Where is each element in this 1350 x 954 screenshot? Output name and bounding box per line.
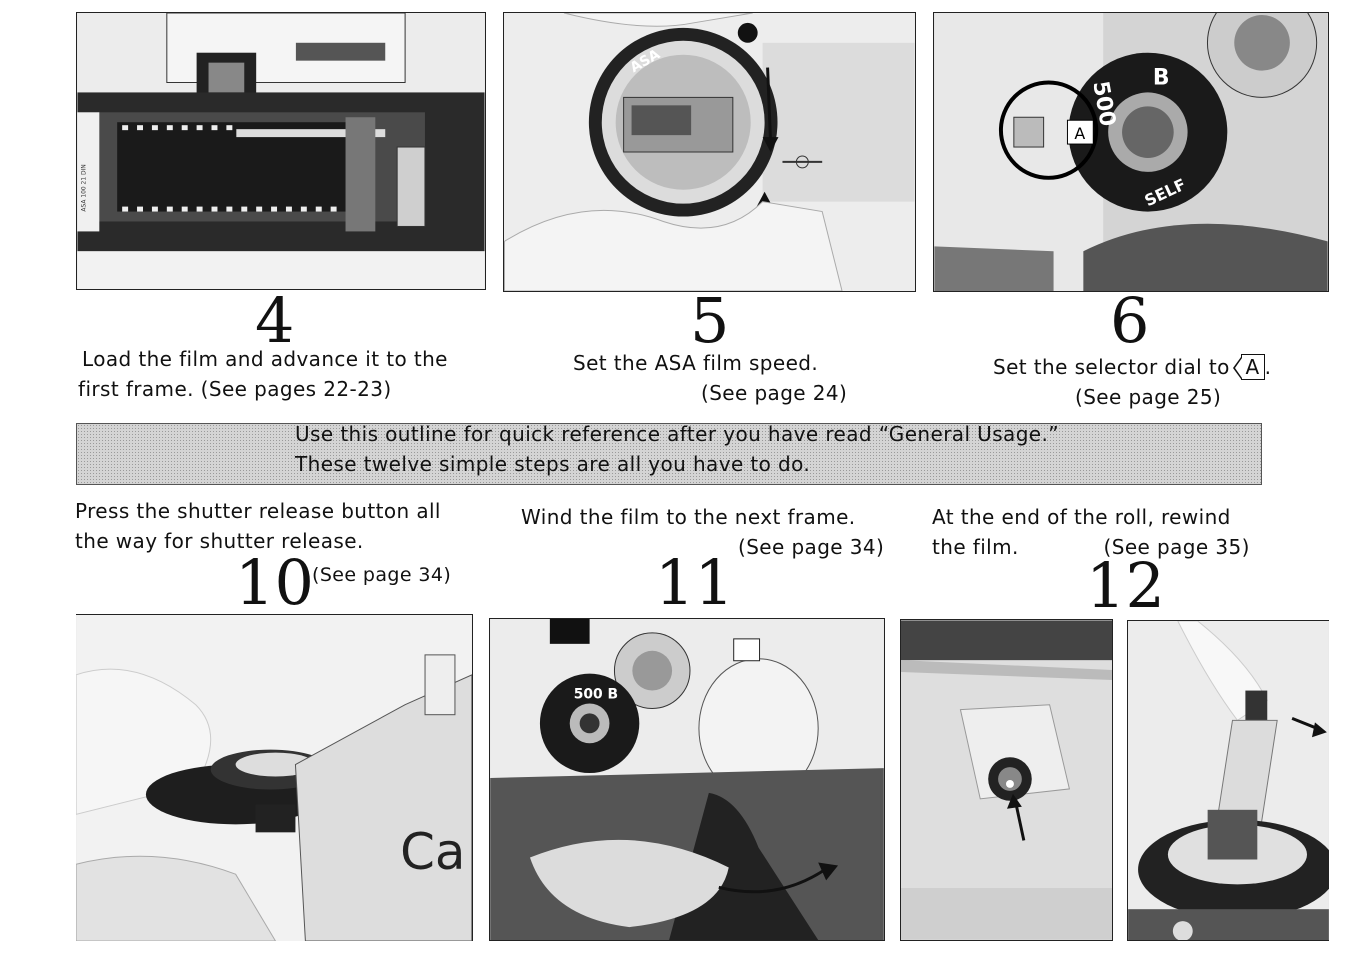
selector-a-mark: A — [1074, 124, 1085, 143]
mode-a-box: A — [1232, 354, 1265, 380]
caption-step-4: Load the film and advance it to the firs… — [78, 344, 502, 404]
step-number-11: 11 — [655, 546, 734, 619]
step-number-6: 6 — [1110, 284, 1150, 357]
caption-step-6-ref: (See page 25) — [1075, 385, 1222, 409]
photo-step-4-film-loading: ASA 100 21 DIN — [76, 12, 486, 290]
step-number-10: 10 — [235, 546, 314, 619]
film-side-label: ASA 100 21 DIN — [80, 164, 87, 211]
photo-step-6-selector-dial: A 500 B SELF — [933, 12, 1329, 292]
caption-step-12-ref: (See page 35) — [1103, 535, 1250, 559]
caption-step-11-line1: Wind the film to the next frame. — [521, 505, 856, 529]
photo-step-5-asa-dial: ASA — [503, 12, 916, 292]
photo-step-10-shutter-release: Ca — [76, 614, 473, 941]
banner-line-1: Use this outline for quick reference aft… — [295, 422, 1060, 446]
photo-step-11-film-advance: 500 B — [489, 618, 885, 941]
caption-step-6-prefix: Set the selector dial to — [993, 355, 1230, 379]
caption-step-4-line2: first frame. (See pages 22-23) — [78, 377, 392, 401]
caption-step-12-line2: the film. — [932, 535, 1019, 559]
dial-500-label-2: 500 — [574, 687, 603, 703]
quick-reference-banner: Use this outline for quick reference aft… — [76, 422, 1262, 485]
camera-body-lettering: Ca — [400, 823, 465, 881]
dial-b-label: B — [1153, 65, 1170, 90]
step-number-12: 12 — [1086, 549, 1165, 622]
caption-step-5: Set the ASA film speed. (See page 24) — [573, 348, 873, 408]
caption-step-10: Press the shutter release button all the… — [75, 496, 495, 556]
caption-step-10-line2: the way for shutter release. — [75, 529, 364, 553]
caption-step-6-suffix: . — [1264, 355, 1272, 379]
photo-step-12-rewind-crank — [1127, 620, 1329, 941]
step-number-4: 4 — [255, 284, 295, 357]
caption-step-10-line1: Press the shutter release button all — [75, 499, 441, 523]
caption-step-6: Set the selector dial to A. (See page 25… — [993, 352, 1323, 412]
caption-step-11: Wind the film to the next frame. (See pa… — [521, 502, 901, 562]
caption-step-4-line1: Load the film and advance it to the — [82, 347, 448, 371]
caption-step-11-ref: (See page 34) — [738, 535, 885, 559]
dial-b-label-2: B — [607, 687, 618, 703]
caption-step-5-line1: Set the ASA film speed. — [573, 351, 819, 375]
photo-step-12-rewind-button — [900, 619, 1113, 941]
caption-step-5-ref: (See page 24) — [701, 381, 848, 405]
banner-line-2: These twelve simple steps are all you ha… — [295, 452, 811, 476]
caption-step-10-ref: (See page 34) — [312, 564, 452, 586]
caption-step-12: At the end of the roll, rewind the film.… — [932, 502, 1292, 562]
caption-step-12-line1: At the end of the roll, rewind — [932, 505, 1231, 529]
step-number-5: 5 — [690, 284, 730, 357]
